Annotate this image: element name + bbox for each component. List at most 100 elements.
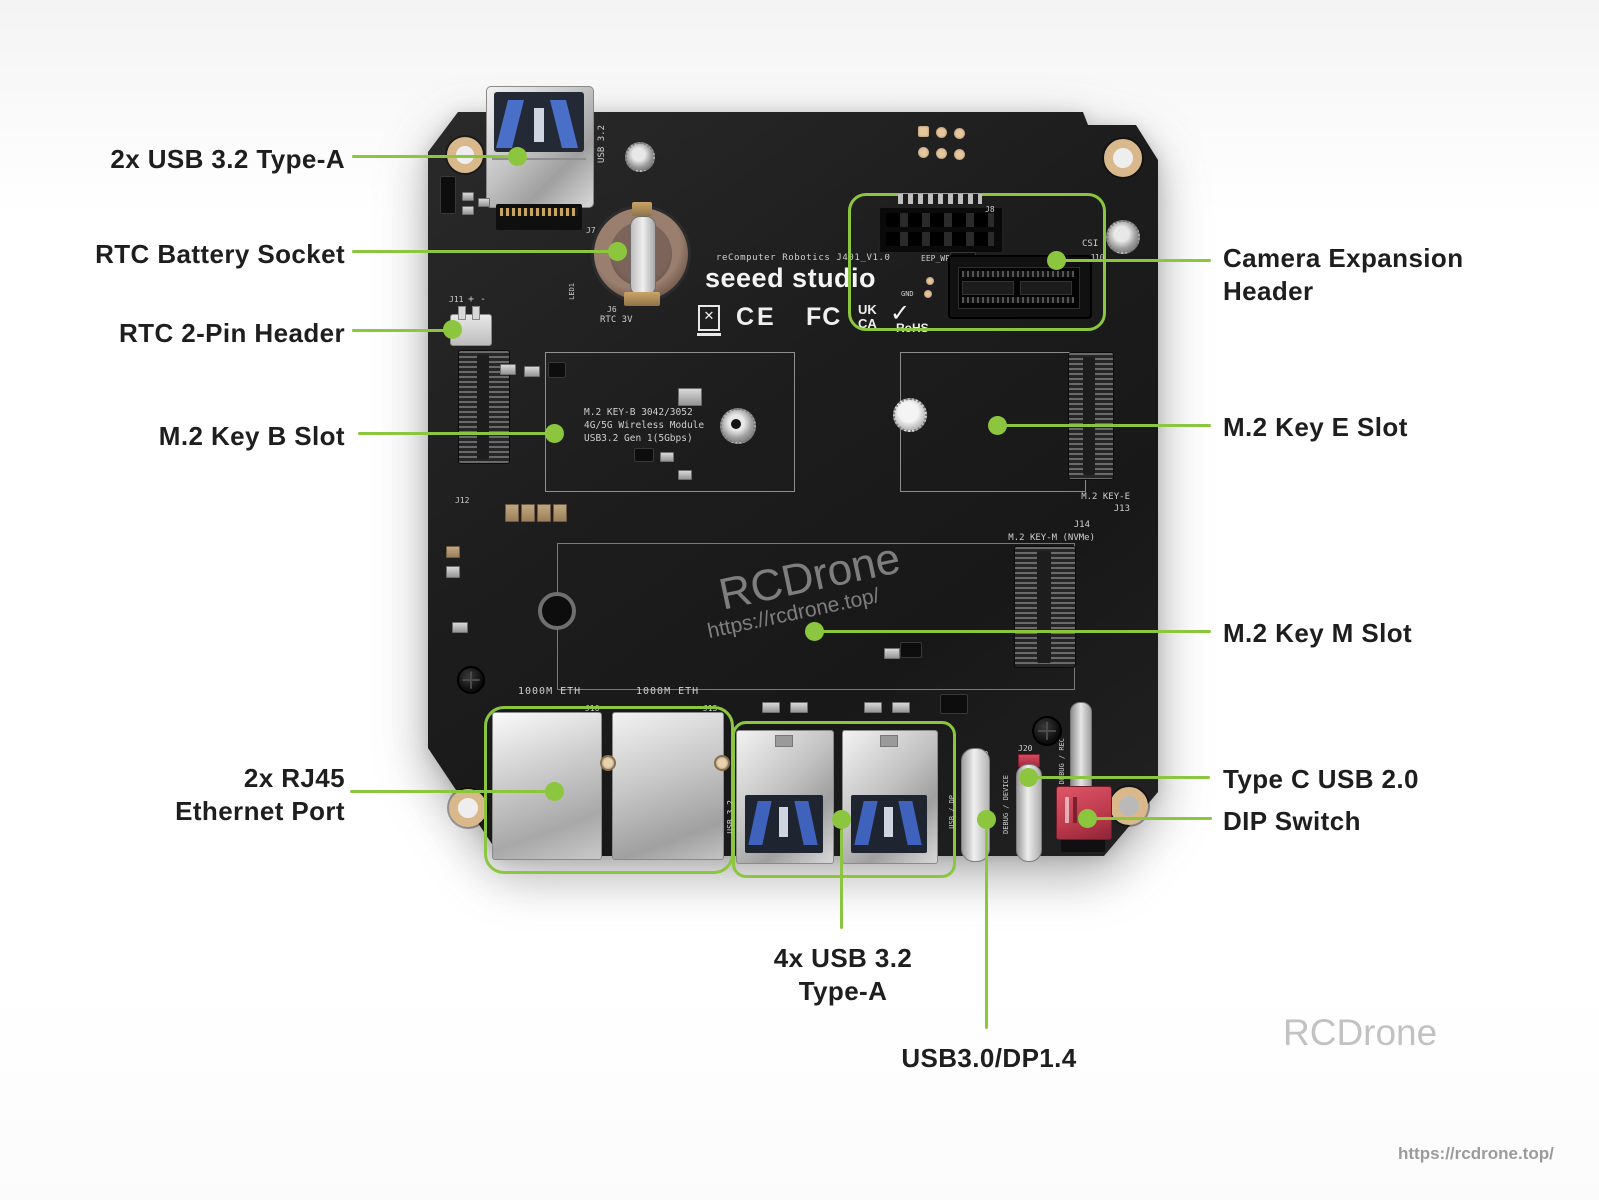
usb-port-opening <box>494 92 584 152</box>
callout-label-usb4-line1: 4x USB 3.2 <box>773 943 913 973</box>
gold-via <box>600 755 616 771</box>
callout-label-usb-top: 2x USB 3.2 Type-A <box>110 144 345 174</box>
smd-decor <box>440 176 456 214</box>
silk-eth-right: 1000M ETH <box>636 686 700 697</box>
smd-decor <box>553 504 567 522</box>
m2-keym-connector <box>1014 546 1076 668</box>
callout-label-dip: DIP Switch <box>1223 806 1361 836</box>
smd-decor <box>446 566 460 578</box>
silk-model: reComputer Robotics J401_V1.0 <box>716 253 891 263</box>
smd-decor <box>790 702 808 713</box>
silk-led1: LED1 <box>568 283 576 300</box>
smd-decor <box>884 648 900 659</box>
callout-label-m2-key-b: M.2 Key B Slot <box>158 421 345 451</box>
callout-label-type-c: Type C USB 2.0 <box>1223 764 1419 794</box>
silk-j7: J7 <box>586 226 596 235</box>
callout-line-rtc-header <box>352 329 446 332</box>
callout-dot-m2-key-e <box>988 416 1007 435</box>
silk-j6: J6 <box>607 305 617 314</box>
callout-line-m2-key-m <box>815 630 1211 633</box>
callout-label-rj45-line1: 2x RJ45 <box>243 763 345 793</box>
usb32-typea-stacked-port <box>486 86 594 230</box>
silk-j13: J13 <box>1113 504 1130 514</box>
callout-line-type-c <box>1029 776 1210 779</box>
watermark-url-corner: https://rcdrone.top/ <box>1398 1144 1554 1163</box>
silk-m2b-line2: 4G/5G Wireless Module <box>584 420 705 431</box>
standoff <box>625 142 655 172</box>
smd-decor <box>678 388 702 406</box>
callout-line-rtc-battery <box>352 250 610 253</box>
m2e-standoff <box>893 398 927 432</box>
fiducial-dot <box>926 277 934 285</box>
silk-usb32-top: USB 3.2 <box>597 125 607 163</box>
callout-line-usb-dp <box>985 829 988 1029</box>
smd-decor <box>900 642 922 658</box>
screw <box>457 666 485 694</box>
callout-line-m2-key-e <box>998 424 1211 427</box>
callout-line-usb-top <box>352 155 510 158</box>
callout-label-rj45-line2: Ethernet Port <box>175 796 345 826</box>
callout-label-m2-key-e: M.2 Key E Slot <box>1223 412 1408 442</box>
smd-decor <box>864 702 882 713</box>
weee-icon-bar <box>697 333 721 336</box>
callout-dot-rtc-header <box>443 320 462 339</box>
smd-decor <box>940 694 968 714</box>
smd-decor <box>462 206 474 215</box>
callout-label-rj45: 2x RJ45 Ethernet Port <box>45 762 345 828</box>
callout-label-camera: Camera Expansion Header <box>1223 242 1464 308</box>
screw <box>1032 716 1062 746</box>
mounting-hole-top-right <box>1104 139 1142 177</box>
usb4-outline <box>732 721 956 878</box>
rohs-check-icon: ✓ <box>890 299 911 327</box>
smd-decor <box>548 362 566 378</box>
mounting-hole-bottom-left <box>449 789 487 827</box>
smd-decor <box>505 504 519 522</box>
callout-label-usb4-line2: Type-A <box>798 976 888 1006</box>
callout-label-usb4: 4x USB 3.2 Type-A <box>743 942 943 1008</box>
smd-decor <box>537 504 551 522</box>
seeed-studio-logo: seeed studio <box>705 263 877 293</box>
callout-dot-rj45 <box>545 782 564 801</box>
callout-label-camera-line2: Header <box>1223 276 1314 306</box>
smd-decor <box>634 448 654 462</box>
callout-line-rj45 <box>350 790 548 793</box>
smd-decor <box>462 192 474 201</box>
callout-label-m2-key-m: M.2 Key M Slot <box>1223 618 1413 648</box>
j8-socket-header <box>878 206 1004 254</box>
silk-plusminus: + - <box>468 294 487 305</box>
callout-dot-dip <box>1078 809 1097 828</box>
silk-m2e: M.2 KEY-E <box>1081 492 1130 502</box>
silk-j14: J14 <box>1073 520 1090 530</box>
callout-dot-usb-dp <box>977 810 996 829</box>
callout-dot-camera <box>1047 251 1066 270</box>
silk-j20: J20 <box>1018 744 1033 753</box>
usb32-port-pair-2 <box>842 730 938 864</box>
rj45-port-2 <box>612 712 724 860</box>
callout-line-usb4 <box>840 829 843 929</box>
callout-label-rtc-header: RTC 2-Pin Header <box>118 318 345 348</box>
fiducial-dot <box>924 290 932 298</box>
silk-j11: J11 <box>449 295 464 304</box>
metal-bracket <box>1070 702 1092 796</box>
smd-decor <box>521 504 535 522</box>
smd-decor <box>660 452 674 462</box>
m2m-screw-hole <box>538 592 576 630</box>
weee-icon: ✕ <box>698 305 720 331</box>
usb-port-base <box>496 204 582 230</box>
ukca-mark-uk: UK <box>858 302 877 317</box>
m2-keyb-outline <box>545 352 795 492</box>
csi-board-to-board-connector <box>948 255 1092 319</box>
callout-dot-m2-key-m <box>805 622 824 641</box>
smd-decor <box>478 198 490 207</box>
smd-decor <box>892 702 910 713</box>
m2b-standoff <box>720 408 756 444</box>
silk-gnd: GND <box>901 290 914 298</box>
watermark-brand-corner: RCDrone <box>1283 1012 1438 1053</box>
silk-eth-left: 1000M ETH <box>518 686 582 697</box>
callout-line-dip <box>1088 817 1212 820</box>
standoff <box>1106 220 1140 254</box>
callout-dot-rtc-battery <box>608 242 627 261</box>
callout-label-usb-dp: USB3.0/DP1.4 <box>901 1043 1077 1073</box>
silk-m2m: M.2 KEY-M (NVMe) <box>1008 533 1095 543</box>
